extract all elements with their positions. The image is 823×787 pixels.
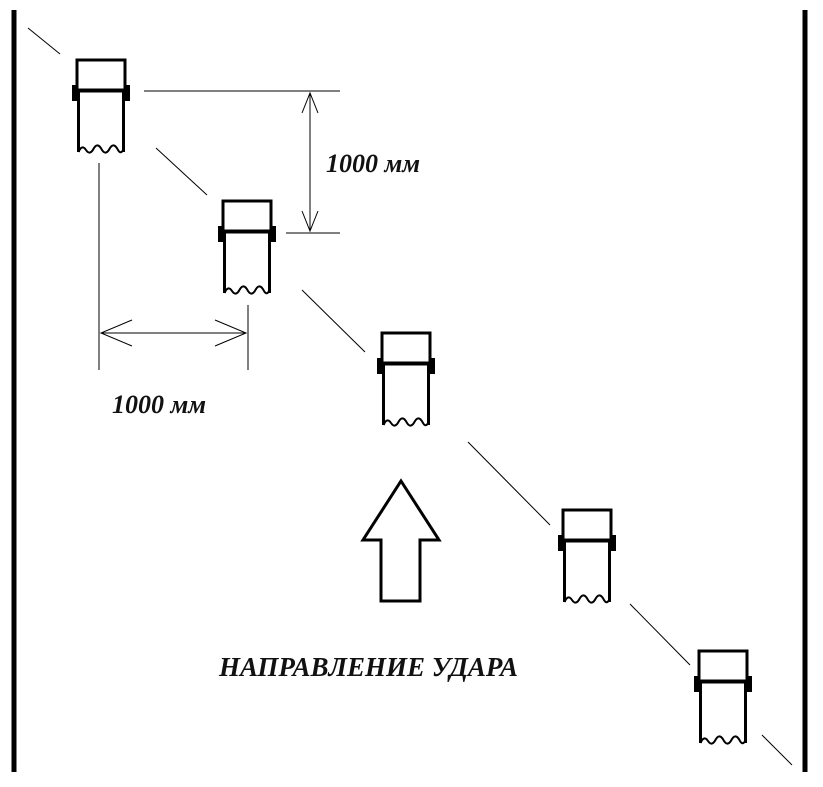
diagonal-segment — [27, 27, 61, 55]
horizontal-dimension-label: 1000 мм — [112, 390, 206, 419]
diagonal-segment — [155, 147, 208, 196]
up-arrow-icon — [360, 478, 442, 603]
post-icon — [70, 58, 132, 155]
vertical-dimension-arrow — [301, 91, 319, 233]
post-icon — [375, 331, 437, 428]
diagonal-segment — [629, 603, 691, 666]
direction-caption: НАПРАВЛЕНИЕ УДАРА — [218, 652, 518, 682]
horizontal-dimension-arrow — [99, 319, 248, 347]
post-icon — [556, 508, 618, 605]
diagonal-segment — [467, 441, 551, 526]
vertical-dimension-label: 1000 мм — [326, 149, 420, 178]
diagonal-segment — [301, 289, 366, 353]
post-icon — [692, 649, 754, 746]
diagonal-segment — [761, 734, 793, 766]
post-icon — [216, 199, 278, 296]
